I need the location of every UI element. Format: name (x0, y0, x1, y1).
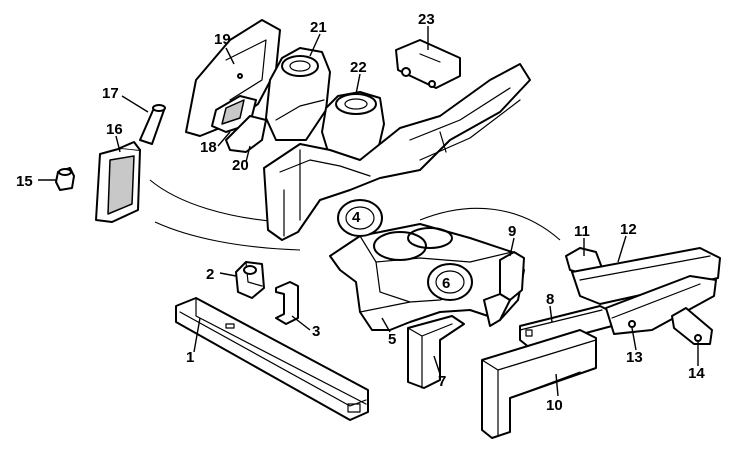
part-4-round-cover[interactable] (337, 199, 383, 237)
callout-18: 18 (200, 139, 217, 156)
part-15-clip[interactable] (55, 167, 75, 191)
callout-11: 11 (574, 223, 590, 240)
callout-10: 10 (546, 397, 563, 414)
callout-1: 1 (186, 349, 194, 366)
part-19-apron[interactable] (185, 19, 281, 137)
callout-2: 2 (206, 266, 214, 283)
callout-6: 6 (442, 275, 450, 292)
callout-23: 23 (418, 11, 435, 28)
leader-lines (38, 26, 699, 397)
part-17-tube[interactable] (139, 104, 166, 145)
part-6-round-cover[interactable] (427, 263, 473, 301)
part-22-strut-tower[interactable] (321, 91, 385, 165)
part-12-side-rail[interactable] (571, 247, 721, 305)
callout-19: 19 (214, 31, 231, 48)
part-2-bracket[interactable] (235, 261, 265, 299)
part-3-l-bracket[interactable] (275, 281, 299, 325)
body-outline-arcs (149, 179, 561, 251)
callout-5: 5 (388, 331, 396, 348)
part-7-member[interactable] (407, 315, 465, 389)
callout-labels: 1 2 3 4 5 6 7 8 9 10 11 12 13 14 15 16 1… (16, 11, 705, 414)
part-20-bracket[interactable] (225, 115, 267, 153)
callout-16: 16 (106, 121, 123, 138)
part-10-rear-member[interactable] (481, 329, 597, 439)
front-body-structure (263, 63, 531, 241)
callout-9: 9 (508, 223, 516, 240)
callout-22: 22 (350, 59, 367, 76)
callout-21: 21 (310, 19, 327, 36)
part-21-strut-tower[interactable] (265, 47, 331, 141)
part-1-sill-rail[interactable] (175, 297, 369, 421)
callout-4: 4 (352, 209, 361, 226)
part-13-rear-rail[interactable] (605, 275, 717, 335)
callout-12: 12 (620, 221, 637, 238)
callout-14: 14 (688, 365, 705, 382)
part-14-bracket[interactable] (671, 307, 713, 345)
part-16-side-bracket[interactable] (95, 141, 141, 223)
callout-3: 3 (312, 323, 320, 340)
callout-8: 8 (546, 291, 554, 308)
callout-15: 15 (16, 173, 33, 190)
callout-7: 7 (438, 373, 446, 390)
part-9-bracket[interactable] (483, 251, 525, 327)
callout-13: 13 (626, 349, 643, 366)
callout-20: 20 (232, 157, 249, 174)
callout-17: 17 (102, 85, 119, 102)
part-23-plate[interactable] (395, 39, 461, 89)
